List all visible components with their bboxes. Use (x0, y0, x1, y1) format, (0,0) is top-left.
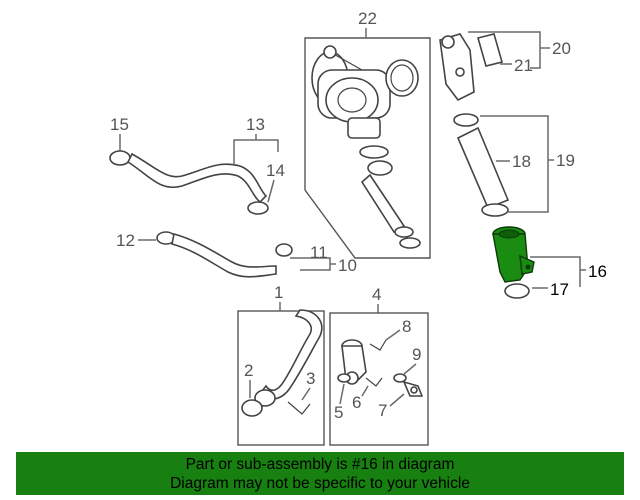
part-2-label: 2 (244, 361, 253, 380)
part-4-flange-drawing (341, 339, 367, 385)
part-21-drawing (477, 33, 503, 67)
part-8-leader (385, 329, 401, 341)
part-15-label: 15 (110, 115, 129, 134)
part-22-pump-drawing (311, 45, 421, 249)
part-15-clamp (109, 150, 131, 166)
part-info-banner: Part or sub-assembly is #16 in diagram D… (16, 452, 624, 495)
part-1-label: 1 (274, 283, 283, 302)
part-4-group[interactable]: 4 8 5 6 9 7 (329, 285, 429, 446)
part-3-leader (301, 387, 311, 401)
part-3-label: 3 (306, 369, 315, 388)
banner-line-2: Diagram may not be specific to your vehi… (170, 475, 470, 492)
part-5-label: 5 (334, 403, 343, 422)
banner-line-1: Part or sub-assembly is #16 in diagram (185, 456, 455, 473)
part-20-drawing (439, 33, 475, 102)
part-10-label: 10 (338, 256, 357, 275)
part-11-oring (275, 243, 293, 257)
part-13-hose (126, 152, 268, 204)
part-5-oring (337, 373, 351, 383)
part-9-leader (403, 363, 417, 375)
part-10-hose (171, 233, 277, 278)
part-17-label: 17 (550, 280, 569, 299)
part-22-group[interactable]: 22 (304, 9, 431, 259)
part-13-14-15-group[interactable]: 15 13 14 (109, 115, 285, 215)
part-2-oring (241, 399, 263, 417)
part-9-oring (393, 373, 407, 383)
part-7-leader (389, 393, 405, 407)
part-20-bracket (468, 31, 541, 69)
part-19-bracket (480, 115, 549, 213)
part-18-hose (456, 126, 510, 210)
part-14-gasket (247, 201, 269, 215)
part-1-group[interactable]: 1 2 3 (237, 283, 325, 446)
part-1-hose-end (254, 389, 276, 407)
part-6-label: 6 (352, 393, 361, 412)
part-13-label: 13 (246, 115, 265, 134)
part-16-highlighted-flange (492, 226, 535, 283)
part-18-label: 18 (512, 152, 531, 171)
part-16-17-group[interactable]: 16 17 (492, 226, 607, 299)
part-22-label: 22 (358, 9, 377, 28)
part-9-label: 9 (412, 345, 421, 364)
part-16-bracket (530, 256, 581, 287)
part-17-oring (504, 283, 530, 299)
part-14-label: 14 (266, 161, 285, 180)
part-6-leader (361, 385, 369, 397)
part-14-leader (267, 179, 275, 203)
part-19-upper-clamp (453, 113, 479, 127)
part-7-sensor (402, 380, 424, 397)
part-4-label: 4 (372, 285, 381, 304)
part-20-21-group[interactable]: 20 21 (439, 31, 571, 102)
part-18-19-group[interactable]: 19 18 (453, 113, 575, 217)
part-5-leader (339, 383, 345, 405)
part-20-label: 20 (552, 39, 571, 58)
part-16-label: 16 (588, 262, 607, 281)
part-19-label: 19 (556, 151, 575, 170)
part-10-11-12-group[interactable]: 12 10 11 (116, 231, 357, 278)
part-3-clip (287, 401, 311, 415)
part-7-label: 7 (378, 401, 387, 420)
part-11-label: 11 (310, 243, 328, 262)
part-8-clip (369, 339, 387, 351)
part-8-label: 8 (402, 317, 411, 336)
part-6-clip (365, 377, 383, 387)
part-21-label: 21 (514, 56, 533, 75)
part-19-lower-clamp (481, 203, 509, 217)
part-12-label: 12 (116, 231, 135, 250)
